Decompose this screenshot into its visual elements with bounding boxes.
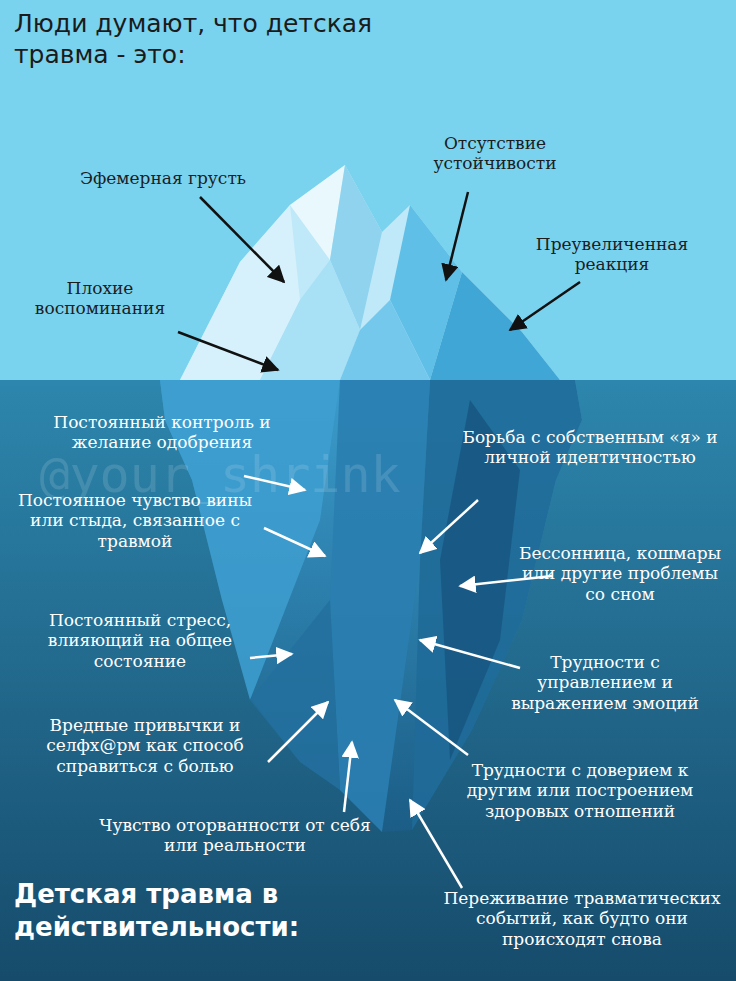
watermark: @your_shrink [10, 445, 430, 505]
callout-label: Постоянный стресс, влияющий на общее сос… [5, 610, 275, 671]
callout-label: Борьба с собственным «я» и личной иденти… [455, 427, 725, 468]
iceberg-tip [180, 165, 560, 380]
callout-label: Трудности с управлением и выражением эмо… [490, 652, 720, 713]
heading: Люди думают, что детская травма - это: [14, 8, 444, 71]
callout-label: Переживание травматических событий, как … [432, 888, 732, 949]
callout-label: Трудности с доверием к другим или постро… [440, 760, 720, 821]
callout-label: Бессонница, кошмары или другие проблемы … [515, 543, 725, 604]
callout-label: Преувеличенная реакция [507, 234, 717, 275]
callout-label: Отсутствие устойчивости [395, 133, 595, 174]
callout-label: Плохие воспоминания [15, 278, 185, 319]
sky [0, 0, 736, 380]
sea [0, 380, 736, 981]
callout-label: Эфемерная грусть [48, 168, 278, 188]
callout-label: Чувство оторванности от себя или реально… [90, 815, 380, 856]
callout-label: Вредные привычки и селфх@рм как способ с… [10, 715, 280, 776]
caption: Детская травма в действительности: [14, 878, 334, 943]
leader-arrows [178, 192, 580, 370]
